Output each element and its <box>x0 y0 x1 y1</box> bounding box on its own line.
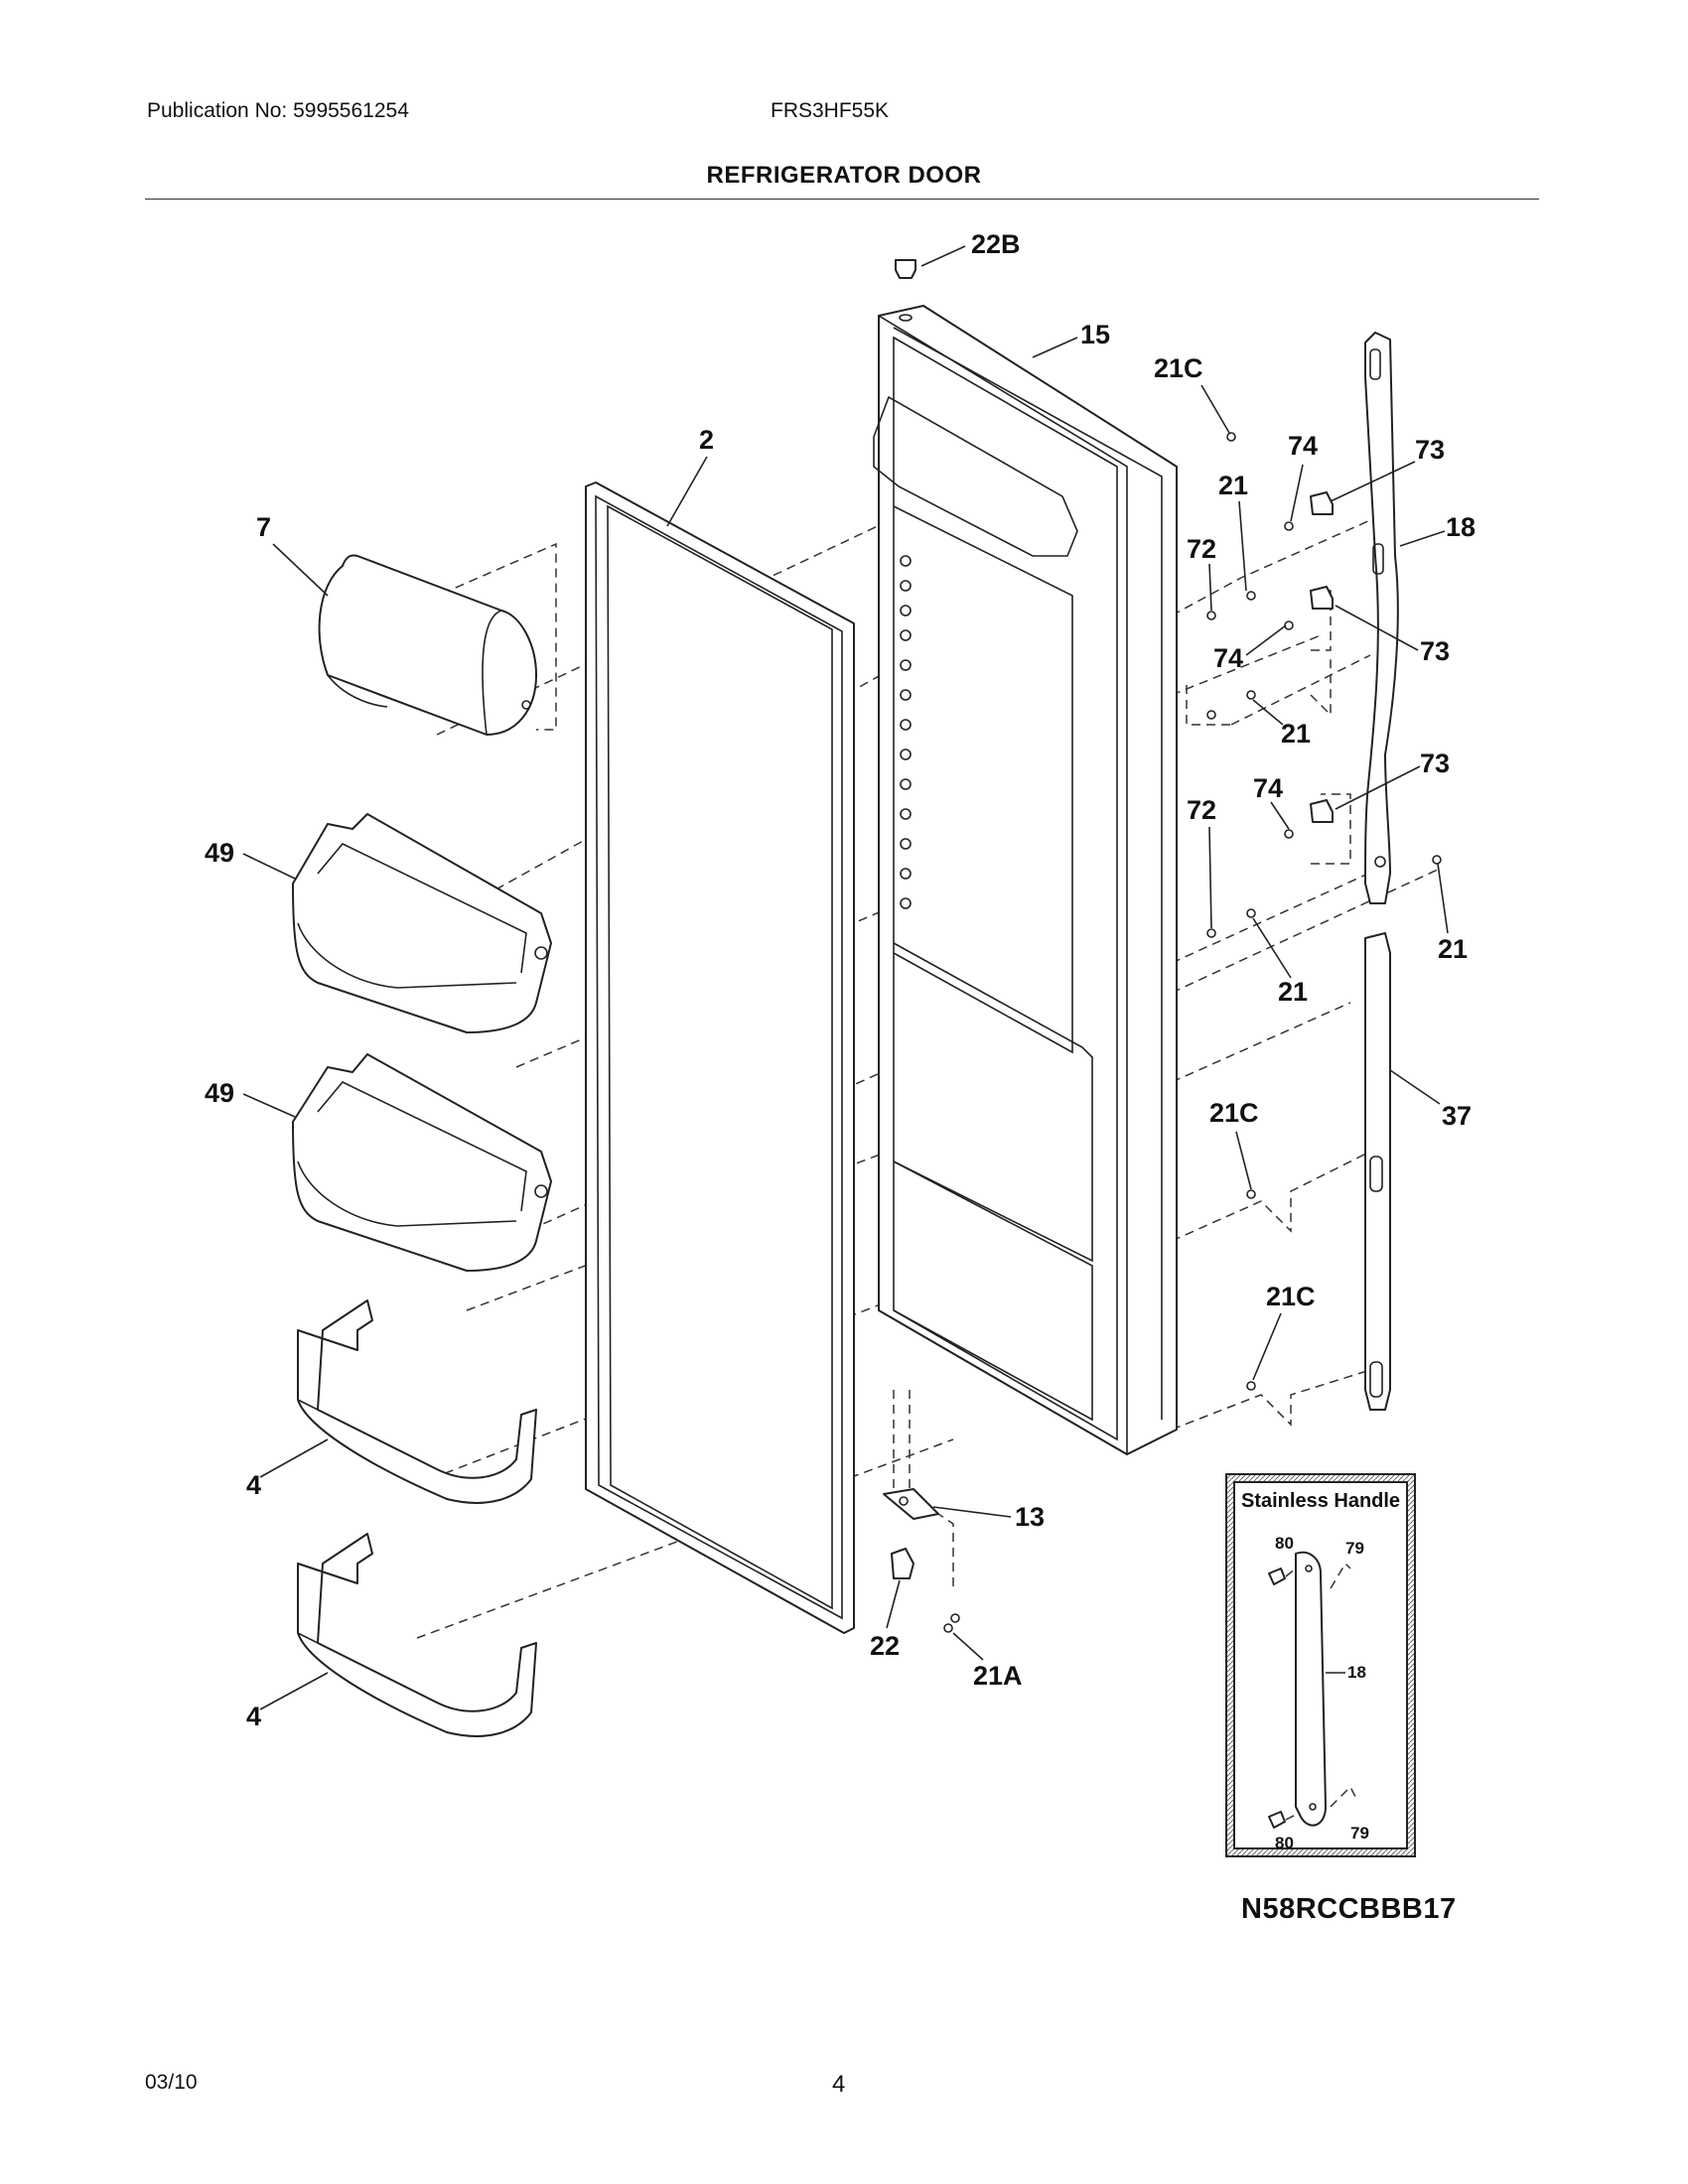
callout-74-c: 74 <box>1253 773 1283 803</box>
callout-74-a: 74 <box>1288 431 1318 461</box>
callout-49-b: 49 <box>205 1078 234 1108</box>
callout-7: 7 <box>256 512 271 542</box>
inset-label-80-top: 80 <box>1275 1534 1294 1553</box>
part-7-dairy-cover <box>318 554 537 736</box>
inset-label-18: 18 <box>1347 1663 1366 1682</box>
callout-22b: 22B <box>971 229 1021 259</box>
callout-37: 37 <box>1442 1101 1472 1131</box>
small-screws <box>1206 432 1442 1391</box>
inset-label-79-bottom: 79 <box>1350 1824 1369 1843</box>
callout-73-b: 73 <box>1420 636 1450 666</box>
footer-date: 03/10 <box>145 2071 198 2094</box>
callout-21c-mid: 21C <box>1209 1098 1259 1128</box>
shelf-support-dimples <box>900 555 912 909</box>
section-title: REFRIGERATOR DOOR <box>706 162 982 189</box>
inset-title: Stainless Handle <box>1241 1490 1400 1512</box>
callout-21-b: 21 <box>1281 719 1311 749</box>
page-number: 4 <box>832 2071 846 2098</box>
callout-21a: 21A <box>973 1661 1023 1691</box>
part-4-door-shelf-lower <box>297 1533 537 1737</box>
part-2-door-gasket <box>585 481 855 1634</box>
callout-73-c: 73 <box>1420 749 1450 778</box>
callout-2: 2 <box>699 425 714 455</box>
callout-21-d: 21 <box>1278 977 1308 1007</box>
part-49-door-bin-upper <box>292 813 552 1033</box>
publication-number: Publication No: 5995561254 <box>147 99 409 122</box>
part-4-door-shelf-upper <box>297 1299 537 1504</box>
part-18-handle <box>1364 332 1399 904</box>
callout-73-a: 73 <box>1415 435 1445 465</box>
inset-label-79-top: 79 <box>1345 1539 1364 1558</box>
part-73-handle-clips <box>1310 491 1334 823</box>
callout-labels: 22B 15 21C 2 7 74 73 21 18 72 74 73 21 4… <box>205 229 1476 1731</box>
part-49-door-bin-lower <box>292 1053 552 1272</box>
part-21a-screws <box>943 1613 960 1633</box>
callout-22: 22 <box>870 1631 900 1661</box>
callout-49-a: 49 <box>205 838 234 868</box>
callout-21-c: 21 <box>1438 934 1468 964</box>
callout-4-b: 4 <box>246 1702 261 1731</box>
callout-13: 13 <box>1015 1502 1045 1532</box>
callout-72-b: 72 <box>1187 795 1216 825</box>
part-15-door-assembly <box>873 305 1178 1455</box>
callout-18: 18 <box>1446 512 1476 542</box>
part-22b-plug <box>895 259 916 322</box>
header-rule <box>145 199 1539 200</box>
part-22-hinge-bushing <box>891 1548 914 1579</box>
callout-72-a: 72 <box>1187 534 1216 564</box>
stainless-handle-inset: Stainless Handle 80 79 18 80 79 <box>1225 1473 1416 1857</box>
part-37-handle-trim <box>1364 932 1391 1411</box>
callout-74-b: 74 <box>1213 643 1243 673</box>
callout-15: 15 <box>1080 320 1110 349</box>
callout-4-a: 4 <box>246 1470 261 1500</box>
part-13-hinge-bracket <box>883 1488 939 1520</box>
diagram-code: N58RCCBBB17 <box>1241 1893 1457 1925</box>
leader-lines <box>242 245 1449 1710</box>
callout-21c-top: 21C <box>1154 353 1203 383</box>
inset-label-80-bottom: 80 <box>1275 1834 1294 1852</box>
callout-21-a: 21 <box>1218 471 1248 500</box>
callout-21c-low: 21C <box>1266 1282 1316 1311</box>
model-number: FRS3HF55K <box>771 99 890 122</box>
